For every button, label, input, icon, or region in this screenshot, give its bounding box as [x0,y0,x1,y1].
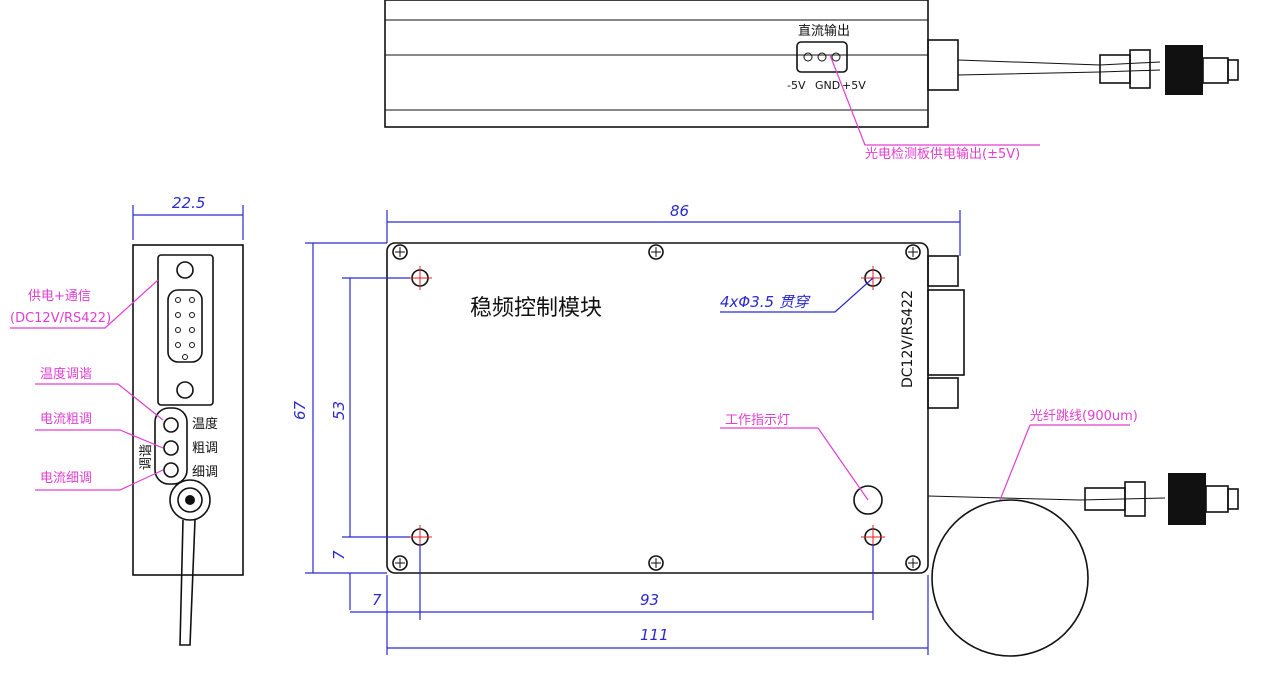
pin-label-gnd: GND [815,79,840,92]
top-dim-86: 86 [670,202,689,220]
side-width-dim: 22.5 [172,194,205,212]
db9-connector [157,254,214,406]
power-comm-label: 供电+通信 [28,289,91,304]
height-dim-67: 67 [291,400,309,420]
side-db9-connector [927,289,965,376]
connector-label: DC12V/RS422 [900,290,916,388]
knob-label-coarse: 粗调 [192,441,218,456]
bottom-offset-dim-7: 7 [330,550,348,560]
current-fine-label: 电流细调 [40,471,92,486]
pin-label-pos5v: +5V [842,79,866,92]
power-output-callout: 光电检测板供电输出(±5V) [865,146,1020,162]
pin-label-neg5v: -5V [787,79,806,92]
holes-callout: 4xΦ3.5 贯穿 [720,293,811,311]
inner-height-dim-53: 53 [330,401,348,420]
tuning-vertical-label: 调谐 [139,444,154,470]
temp-knob [163,417,179,433]
front-view: 稳频控制模块 工作指示灯 DC12V/RS422 4xΦ3.5 贯 [291,202,1239,657]
top-view: 直流输出 -5V GND +5V 光电检测板供电输出(±5V) [384,0,1239,162]
knob-label-fine: 细调 [192,465,218,480]
side-view-body [132,244,244,576]
hole-spacing-dim-93: 93 [640,591,659,609]
knob-label-temp: 温度 [192,416,218,432]
power-comm-spec: (DC12V/RS422) [10,311,111,326]
coarse-knob [163,440,179,456]
left-offset-dim-7: 7 [372,591,382,609]
fine-knob [163,462,179,478]
dc-output-label: 直流输出 [798,23,850,39]
indicator-label: 工作指示灯 [725,413,790,428]
fiber-connector-front [1168,473,1206,525]
side-view: 22.5 调谐 温度 粗调 细调 供电+通信 (DC12V/RS422) 温度调… [10,194,244,646]
length-dim-111: 111 [640,626,669,644]
module-title: 稳频控制模块 [470,296,602,321]
module-body [386,242,929,574]
fiber-label: 光纤跳线(900um) [1030,409,1138,424]
dc-output-connector [796,41,848,73]
temp-tuning-label: 温度调谐 [40,366,92,382]
current-coarse-label: 电流粗调 [40,412,92,427]
fiber-connector-top [1165,45,1203,95]
fiber-jack [169,479,211,521]
corner-screws [392,244,921,571]
indicator-light [853,485,883,515]
fiber-loop [931,499,1089,657]
